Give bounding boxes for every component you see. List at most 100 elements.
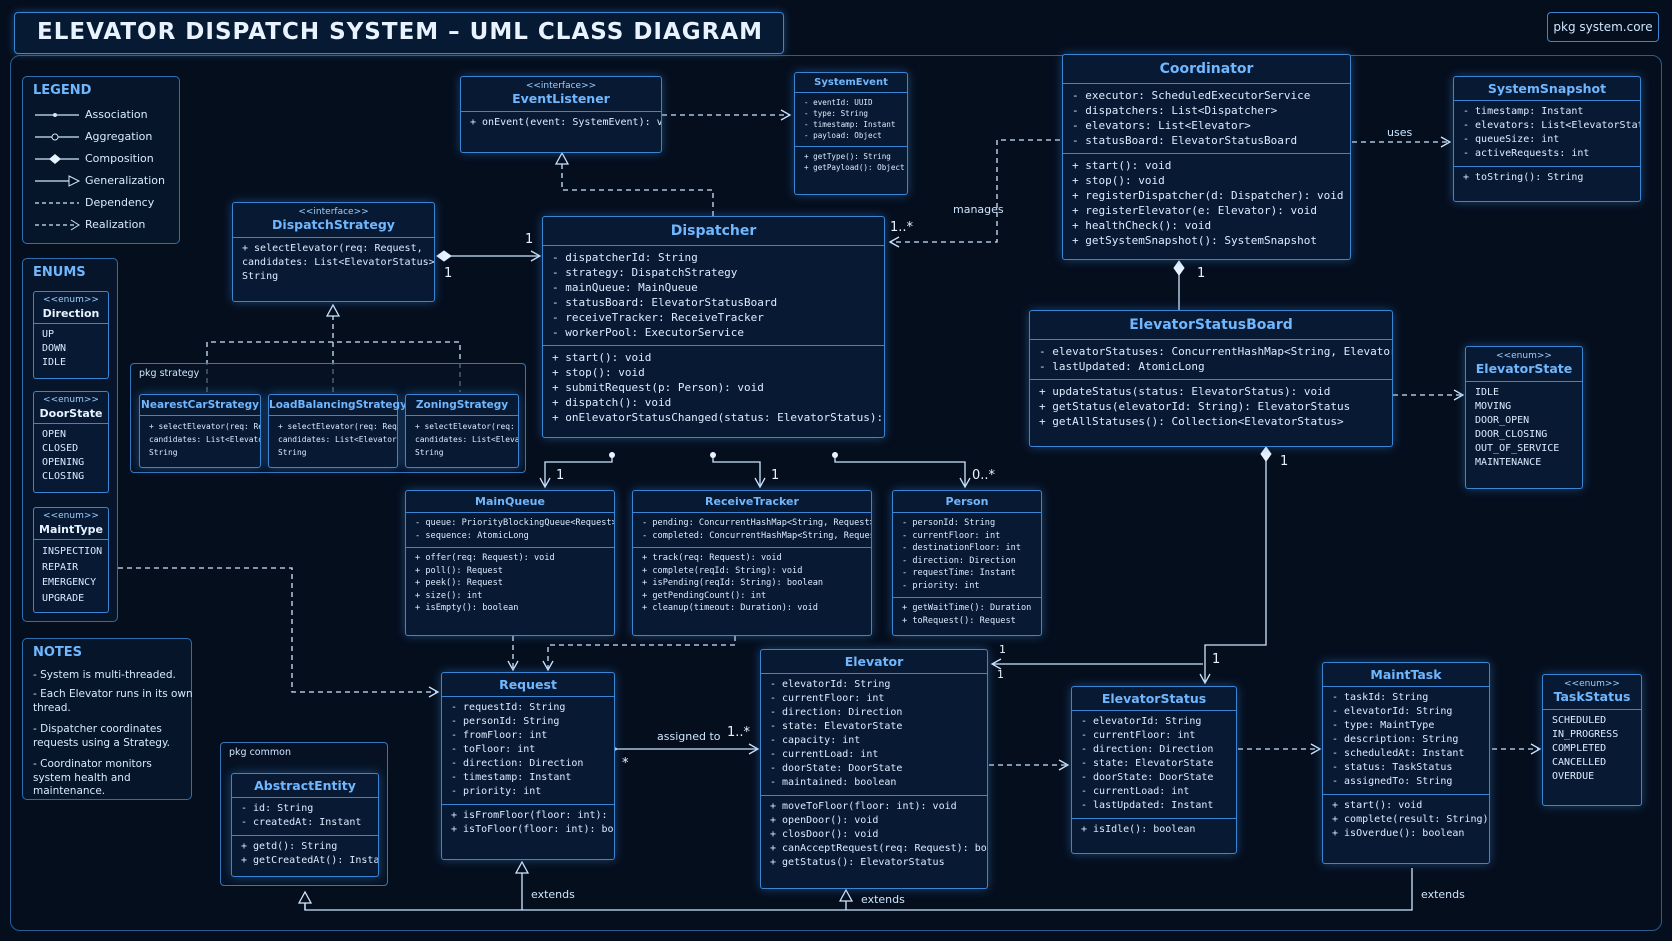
class-header: Dispatcher bbox=[543, 217, 884, 246]
class-name: EventListener bbox=[512, 91, 610, 106]
class-member: - statusBoard: ElevatorStatusBoard bbox=[1072, 134, 1298, 147]
class-member: + selectElevator(req: Request, bbox=[149, 422, 260, 431]
class-elevator[interactable]: Elevator- elevatorId: String- currentFlo… bbox=[760, 649, 988, 889]
class-header: LoadBalancingStrategy bbox=[269, 395, 407, 416]
class-member: - elevators: List<Elevator> bbox=[1072, 119, 1251, 132]
class-member: DOOR_CLOSING bbox=[1475, 429, 1548, 440]
class-member: + selectElevator(req: Request, bbox=[242, 243, 423, 254]
class-member: String bbox=[278, 448, 307, 457]
class-member: - currentLoad: int bbox=[1081, 786, 1190, 797]
class-member: - priority: int bbox=[902, 580, 980, 591]
class-attributes: - dispatcherId: String- strategy: Dispat… bbox=[543, 246, 884, 346]
class-member: - maintained: boolean bbox=[770, 777, 897, 788]
label-extends: extends bbox=[1421, 888, 1465, 901]
multiplicity: 1 bbox=[771, 468, 780, 483]
class-dispatchstrategy[interactable]: <<interface>>DispatchStrategy + selectEle… bbox=[232, 202, 435, 302]
class-member: - currentFloor: int bbox=[1081, 730, 1196, 741]
class-receivetracker[interactable]: ReceiveTracker- pending: ConcurrentHashM… bbox=[632, 490, 872, 636]
class-name: Coordinator bbox=[1159, 61, 1254, 77]
class-header: <<interface>>DispatchStrategy bbox=[233, 203, 434, 238]
multiplicity: 1 bbox=[1197, 266, 1206, 281]
label-assigned-to: assigned to bbox=[657, 730, 721, 743]
multiplicity: 1 bbox=[1280, 454, 1289, 469]
class-systemsnapshot[interactable]: SystemSnapshot- timestamp: Instant- elev… bbox=[1453, 76, 1641, 202]
class-header: ZoningStrategy bbox=[406, 395, 518, 416]
multiplicity: 1 bbox=[997, 668, 1004, 681]
class-member: - doorState: DoorState bbox=[1081, 772, 1214, 783]
class-member: - direction: Direction bbox=[451, 758, 584, 769]
class-header: <<enum>>TaskStatus bbox=[1543, 675, 1641, 710]
class-member: + stop(): void bbox=[1072, 174, 1165, 187]
label-uses: uses bbox=[1387, 126, 1413, 139]
class-request[interactable]: Request- requestId: String- personId: St… bbox=[441, 672, 615, 860]
package-strategy-label: pkg strategy bbox=[139, 368, 200, 379]
class-member: - priority: int bbox=[451, 786, 542, 797]
class-attributes: - id: String- createdAt: Instant bbox=[232, 798, 378, 836]
class-abstractentity[interactable]: AbstractEntity- id: String- createdAt: I… bbox=[231, 773, 379, 877]
class-member: - statusBoard: ElevatorStatusBoard bbox=[552, 296, 778, 309]
class-member: SCHEDULED bbox=[1552, 715, 1607, 726]
class-member: + complete(reqId: String): void bbox=[642, 565, 803, 576]
label-extends: extends bbox=[531, 888, 575, 901]
class-member: - elevatorId: String bbox=[1081, 716, 1202, 727]
class-member: - taskId: String bbox=[1332, 692, 1429, 703]
class-name: ElevatorStatusBoard bbox=[1129, 317, 1293, 333]
class-name: LoadBalancingStrategy bbox=[269, 399, 407, 411]
class-coordinator[interactable]: Coordinator- executor: ScheduledExecutor… bbox=[1062, 54, 1351, 260]
class-header: ElevatorStatus bbox=[1072, 687, 1236, 711]
class-member: + updateStatus(status: ElevatorStatus): … bbox=[1039, 385, 1331, 398]
class-mainttask[interactable]: MaintTask- taskId: String- elevatorId: S… bbox=[1322, 662, 1490, 864]
class-name: TaskStatus bbox=[1553, 689, 1631, 704]
class-member: + submitRequest(p: Person): void bbox=[552, 381, 764, 394]
class-member: + size(): int bbox=[415, 590, 483, 601]
class-member: - strategy: DispatchStrategy bbox=[552, 266, 738, 279]
note-item: - Dispatcher coordinates requests using … bbox=[33, 723, 171, 749]
multiplicity: 1 bbox=[444, 266, 453, 281]
class-member: + isFromFloor(floor: int): boolean bbox=[451, 810, 614, 821]
class-member: MOVING bbox=[1475, 401, 1512, 412]
class-member: + peek(): Request bbox=[415, 578, 503, 588]
class-member: - payload: Object bbox=[804, 131, 882, 140]
class-member: - eventId: UUID bbox=[804, 98, 873, 107]
class-mainqueue[interactable]: MainQueue- queue: PriorityBlockingQueue<… bbox=[405, 490, 615, 636]
class-elevatorstatusboard[interactable]: ElevatorStatusBoard- elevatorStatuses: C… bbox=[1029, 310, 1393, 447]
class-member: + healthCheck(): void bbox=[1072, 219, 1212, 232]
class-header: AbstractEntity bbox=[232, 774, 378, 798]
class-member: - requestId: String bbox=[451, 702, 566, 713]
class-member: - requestTime: Instant bbox=[902, 568, 1016, 578]
class-loadbalancingstrategy[interactable]: LoadBalancingStrategy+ selectElevator(re… bbox=[268, 394, 407, 468]
class-member: - dispatchers: List<Dispatcher> bbox=[1072, 104, 1278, 117]
class-nearestcarstrategy[interactable]: NearestCarStrategy+ selectElevator(req: … bbox=[139, 394, 261, 468]
class-members: + isFromFloor(floor: int): boolean+ isTo… bbox=[442, 805, 614, 842]
class-member: candidates: List<ElevatorStatus>): bbox=[278, 435, 397, 444]
class-zoningstrategy[interactable]: ZoningStrategy+ selectElevator(req: Requ… bbox=[405, 394, 519, 468]
class-member: - personId: String bbox=[902, 518, 996, 528]
note-item: - System is multi-threaded. bbox=[33, 669, 176, 681]
class-members: + start(): void+ stop(): void+ registerD… bbox=[1063, 154, 1350, 253]
class-member: - assignedTo: String bbox=[1332, 776, 1453, 787]
class-member: IN_PROGRESS bbox=[1552, 729, 1619, 740]
class-attributes: - queue: PriorityBlockingQueue<Request>-… bbox=[406, 513, 614, 548]
class-members: + offer(req: Request): void+ poll(): Req… bbox=[406, 548, 614, 620]
class-member: + getd(): String bbox=[241, 841, 338, 852]
class-systemevent[interactable]: SystemEvent- eventId: UUID- type: String… bbox=[794, 72, 908, 195]
class-member: - direction: Direction bbox=[1081, 744, 1214, 755]
class-member: + isPending(reqId: String): boolean bbox=[642, 578, 824, 588]
class-name: SystemEvent bbox=[814, 77, 888, 88]
class-dispatcher[interactable]: Dispatcher- dispatcherId: String- strate… bbox=[542, 216, 885, 438]
class-member: - elevatorId: String bbox=[770, 679, 891, 690]
class-eventlistener[interactable]: <<interface>>EventListener+ onEvent(even… bbox=[460, 76, 662, 153]
class-member: candidates: List<ElevatorStatus>): bbox=[242, 257, 434, 268]
class-name: MaintTask bbox=[1370, 667, 1442, 682]
class-person[interactable]: Person- personId: String- currentFloor: … bbox=[892, 490, 1042, 636]
class-member: - receiveTracker: ReceiveTracker bbox=[552, 311, 764, 324]
class-member: + toRequest(): Request bbox=[902, 615, 1016, 626]
class-member: MAINTENANCE bbox=[1475, 457, 1542, 468]
class-header: SystemSnapshot bbox=[1454, 77, 1640, 101]
class-elevatorstatus[interactable]: ElevatorStatus - elevatorId: String - curr… bbox=[1071, 686, 1237, 854]
page-title-bar: ELEVATOR DISPATCH SYSTEM – UML CLASS DIA… bbox=[14, 12, 784, 54]
